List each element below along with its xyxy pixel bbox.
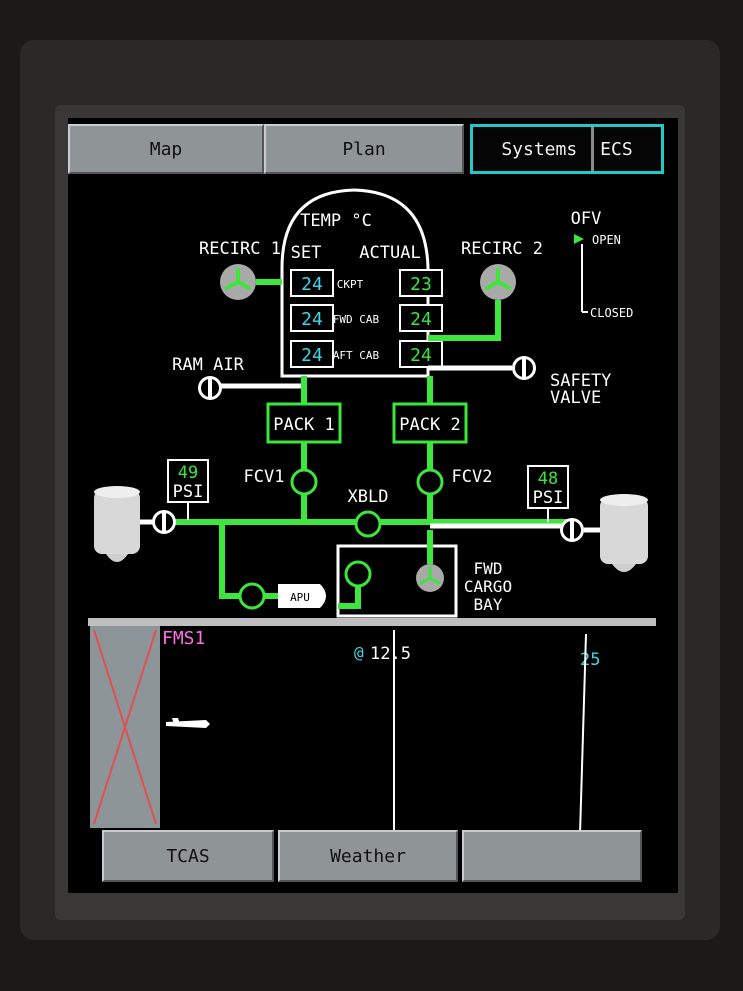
tab-tcas[interactable]: TCAS: [102, 830, 274, 882]
bottom-tab-bar: TCAS Weather: [102, 830, 642, 882]
zone-aft-cab: 24 AFT CAB 24: [290, 340, 443, 368]
fcv2-valve-icon: [416, 468, 444, 496]
set-label: SET: [291, 243, 322, 263]
ofv-open-indicator-icon: [574, 234, 584, 244]
tab-tcas-label: TCAS: [166, 845, 210, 867]
top-tab-bar: Map Plan Systems ECS: [68, 124, 678, 174]
range-1-label: 12.5: [370, 644, 411, 664]
tab-plan[interactable]: Plan: [264, 124, 464, 174]
ofv-closed-label: CLOSED: [590, 306, 633, 320]
recirc2-fan-icon: [480, 264, 516, 300]
recirc1-label: RECIRC 1: [199, 239, 281, 259]
psi-right-box: [527, 465, 569, 509]
range-marker-icon: @: [354, 643, 364, 662]
right-engine-icon: [600, 494, 648, 572]
tab-systems-label: Systems: [501, 138, 578, 160]
safety-valve-icon: [512, 356, 536, 380]
ckpt-actual-value: 23: [410, 274, 432, 295]
ckpt-set-value: 24: [301, 274, 323, 295]
fms-source-label: FMS1: [162, 628, 205, 649]
apu-label: APU: [290, 591, 310, 604]
zone-fwd-cab: 24 FWD CAB 24: [290, 304, 443, 332]
tab-separator: [591, 127, 595, 171]
ofv-label: OFV: [571, 209, 602, 229]
temp-title: TEMP °C: [300, 211, 372, 231]
recirc1-fan-icon: [220, 264, 256, 300]
psi-left-unit: PSI: [173, 482, 204, 502]
fwd-cargo-label-1: FWD: [474, 559, 503, 578]
xbld-valve-icon: [354, 510, 382, 538]
range-2-label: 25: [580, 650, 600, 670]
safety-valve-label-1: SAFETY: [550, 371, 611, 391]
ecs-synoptic: TEMP °C SET ACTUAL 24 CKPT 23 24 FWD CAB…: [88, 188, 656, 835]
pack1-label: PACK 1: [273, 415, 334, 435]
mfd-screen: Map Plan Systems ECS TEMP °C SET ACTUAL …: [68, 118, 678, 893]
ownship-aircraft-icon: [166, 718, 210, 728]
range-ring-2: [579, 633, 587, 835]
psi-right-value: 48: [538, 469, 558, 489]
safety-valve-label-2: VALVE: [550, 388, 601, 408]
fcv1-valve-icon: [290, 468, 318, 496]
fwd-cab-set-value: 24: [301, 309, 323, 330]
ckpt-label: CKPT: [337, 278, 364, 291]
recirc2-label: RECIRC 2: [461, 239, 543, 259]
actual-label: ACTUAL: [359, 243, 420, 263]
aft-cab-label: AFT CAB: [333, 349, 380, 362]
aft-cab-actual-value: 24: [410, 345, 432, 366]
tab-weather-label: Weather: [330, 845, 406, 867]
left-bleed-valve-icon: [152, 510, 176, 534]
right-bleed-valve-icon: [560, 518, 584, 542]
tab-map[interactable]: Map: [68, 124, 264, 174]
ofv-open-label: OPEN: [592, 233, 621, 247]
psi-right-unit: PSI: [533, 488, 564, 508]
ram-air-label: RAM AIR: [172, 355, 244, 375]
fwd-cab-label: FWD CAB: [333, 313, 380, 326]
fcv1-label: FCV1: [244, 467, 285, 487]
tab-weather[interactable]: Weather: [278, 830, 458, 882]
zone-ckpt: 24 CKPT 23: [290, 269, 443, 297]
psi-left-box: [167, 459, 209, 503]
cabin-outline: [280, 188, 430, 378]
aft-cab-set-value: 24: [301, 345, 323, 366]
tab-blank[interactable]: [462, 830, 642, 882]
left-engine-icon: [94, 486, 140, 562]
apu-valve-icon: [238, 582, 266, 610]
map-divider: [88, 618, 656, 626]
cargo-valve-icon: [344, 560, 372, 588]
fwd-cargo-label-3: BAY: [474, 595, 503, 614]
apu-icon: [278, 584, 326, 608]
cargo-fan-icon: [416, 564, 444, 592]
psi-left-value: 49: [178, 463, 198, 483]
tab-ecs-label: ECS: [600, 138, 633, 160]
tab-systems[interactable]: Systems ECS: [470, 124, 664, 174]
fwd-cargo-label-2: CARGO: [464, 577, 512, 596]
fcv2-label: FCV2: [452, 467, 493, 487]
tab-map-label: Map: [149, 138, 183, 160]
fwd-cab-actual-value: 24: [410, 309, 432, 330]
pack2-label: PACK 2: [399, 415, 460, 435]
ram-air-valve-icon: [198, 376, 222, 400]
tab-plan-label: Plan: [342, 138, 386, 160]
xbld-label: XBLD: [348, 487, 389, 507]
